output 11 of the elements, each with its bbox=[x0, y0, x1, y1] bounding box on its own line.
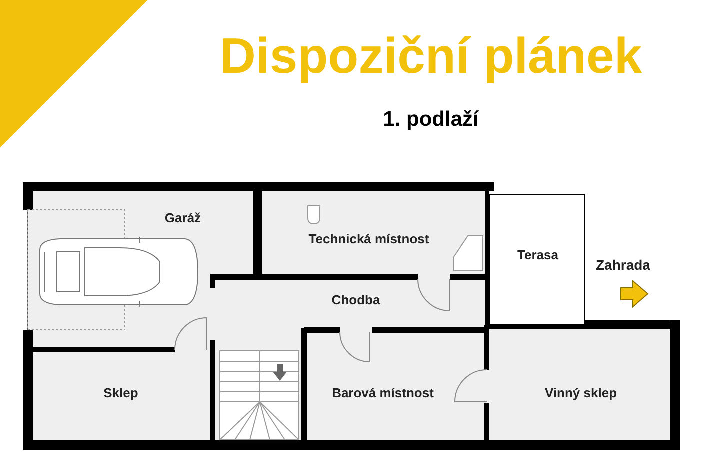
room-name: Terasa bbox=[518, 246, 558, 264]
room-name: Technická místnost bbox=[308, 230, 430, 248]
title: Dispoziční plánek bbox=[218, 27, 644, 86]
room-name: Barová místnost bbox=[332, 384, 434, 402]
room-name: Vinný sklep bbox=[545, 384, 617, 402]
room-name: Garáž bbox=[164, 209, 202, 228]
terrace-area bbox=[489, 194, 585, 325]
room-name: Chodba bbox=[332, 291, 380, 310]
subtitle: 1. podlaží bbox=[382, 107, 480, 133]
room-name: Sklep bbox=[104, 384, 138, 402]
garden-label: Zahrada bbox=[596, 256, 650, 275]
